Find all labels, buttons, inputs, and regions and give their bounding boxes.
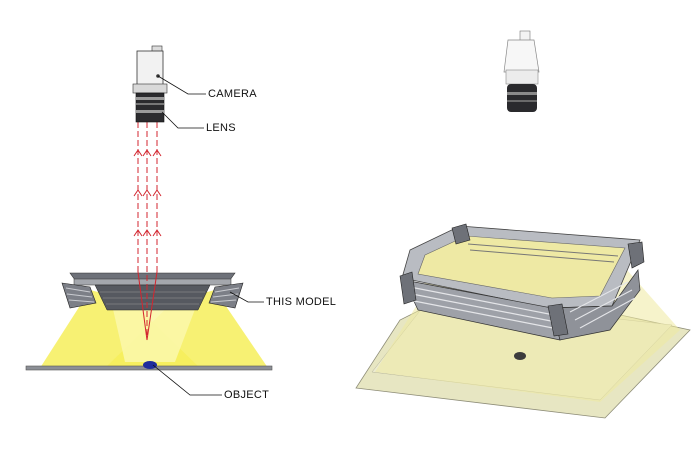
- callout-leaders: [152, 75, 264, 396]
- object-label: OBJECT: [224, 389, 270, 401]
- light-cone-center: [110, 296, 200, 362]
- camera-icon: [132, 45, 168, 94]
- ring-light-side: [61, 272, 244, 311]
- side-view: [25, 45, 273, 396]
- optical-rays: [133, 122, 162, 341]
- iso-ring-light: [399, 223, 645, 341]
- iso-camera-icon: [503, 30, 540, 112]
- lens-label: LENS: [206, 122, 236, 134]
- object-dot-icon: [143, 361, 157, 369]
- lens-icon: [135, 92, 165, 123]
- iso-object-dot-icon: [514, 352, 526, 360]
- light-cones: [40, 290, 268, 368]
- this-model-label: THIS MODEL: [266, 296, 337, 308]
- iso-view: [355, 30, 691, 419]
- camera-label: CAMERA: [208, 88, 257, 100]
- ray-arrows: [133, 149, 162, 237]
